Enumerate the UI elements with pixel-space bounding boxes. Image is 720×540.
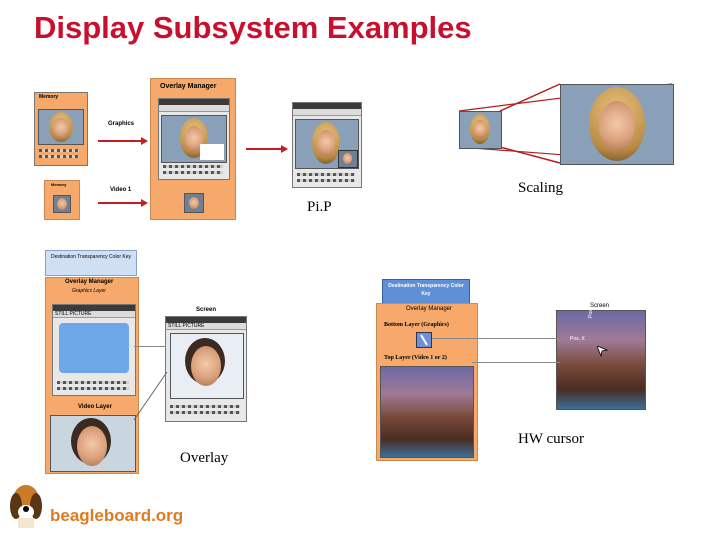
window-titlebar [53,305,135,311]
top-layer-label: Top Layer (Video 1 or 2) [384,355,447,361]
portrait-face [599,101,635,151]
portrait-face [474,120,486,138]
graphics-arrow [98,137,148,145]
overlay-screen-photo [170,333,244,399]
window-titlebar [159,99,229,105]
memory-graphics-window: Memory [34,92,88,166]
overlay-screen-window: STILL PICTURE [165,316,247,422]
window-controls [170,405,240,408]
cursor-overlay-manager-label: Overlay Manager [406,306,453,312]
cursor-video-photo [380,366,474,458]
portrait-face [317,130,335,156]
beagle-logo-icon [6,478,48,530]
scaling-large-photo [560,84,674,165]
window-controls [57,381,129,384]
cursor-sprite-box [416,332,432,348]
graphics-layer-label: Graphics Layer [72,288,106,294]
memory-controls-2 [39,155,79,158]
bottom-layer-label: Bottom Layer (Graphics) [384,322,449,328]
cursor-pointer-icon [420,334,428,346]
video-layer-label: Video Layer [78,404,112,410]
window-titlebar [166,317,246,323]
video-arrow [98,199,148,207]
pip-inset [338,150,358,168]
cursor-dest-key-title: Destination Transparency Color Key [388,283,464,297]
hw-cursor-caption: HW cursor [518,431,584,447]
cursor-graphics-arrow [432,338,560,339]
overlay-video-photo [50,415,136,472]
memory-video-window: Memory [44,180,80,220]
cursor-screen-label: Screen [590,303,610,309]
window-menu [159,105,229,112]
still-picture2-label: STILL PICTURE [168,323,205,329]
cursor-on-screen [596,345,609,358]
overlay-screen-label: Screen [196,307,217,313]
overlay-caption: Overlay [180,450,229,466]
memory-photo [38,109,84,145]
pip-result-arrow [246,145,288,153]
memory2-photo [53,195,71,213]
scaling-small-photo [459,111,502,149]
pip-result-window [292,102,362,188]
transparency-key-area [59,323,129,373]
window-menu [293,109,361,116]
man-face [189,197,199,209]
window-controls-2 [163,171,223,174]
window-controls [163,165,223,168]
overlay-manager-label: Overlay Manager [65,279,114,285]
portrait-face [185,126,203,152]
window-controls-2 [57,387,129,390]
portrait-face [53,118,69,138]
window-menu: STILL PICTURE [166,323,246,330]
window-controls-2 [170,411,240,414]
overlay-graphics-arrow [134,346,166,347]
pip-overlay-manager-label: Overlay Manager [160,83,217,90]
video-label: Video 1 [110,187,132,193]
logo-text: beagleboard.org [50,506,184,525]
pip-main-photo [161,115,227,163]
cursor-video-arrow [472,362,560,363]
cursor-arrow-icon [596,345,609,358]
pip-hole [200,144,224,160]
memory-label: Memory [39,94,59,100]
man-face [57,198,67,210]
man-face [77,426,107,466]
window-controls [297,173,355,176]
scaling-caption: Scaling [518,180,563,196]
window-titlebar [293,103,361,109]
memory2-label: Memory [51,182,67,187]
overlay-dest-key-box: Destination Transparency Color Key [45,250,137,276]
cursor-screen-photo [556,310,646,410]
window-menu: STILL PICTURE [53,311,135,318]
memory-controls [39,149,79,152]
cursor-dest-key-box: Destination Transparency Color Key [382,279,470,305]
pos-x-label: Pos. X [570,336,585,342]
window-controls-2 [297,179,355,182]
man-face [191,346,221,386]
pip-overlay-manager-window [158,98,230,180]
pos-y-label: Pos. Y [588,303,594,318]
pip-caption: Pi.P [307,199,332,215]
man-face [343,153,352,164]
overlay-graphics-window: STILL PICTURE [52,304,136,396]
still-picture-label: STILL PICTURE [55,311,92,317]
slide-title: Display Subsystem Examples [34,10,472,45]
graphics-label: Graphics [108,121,135,127]
pip-video-thumb [184,193,204,213]
pip-result-photo [295,119,359,169]
overlay-dest-key-title: Destination Transparency Color Key [50,254,132,260]
